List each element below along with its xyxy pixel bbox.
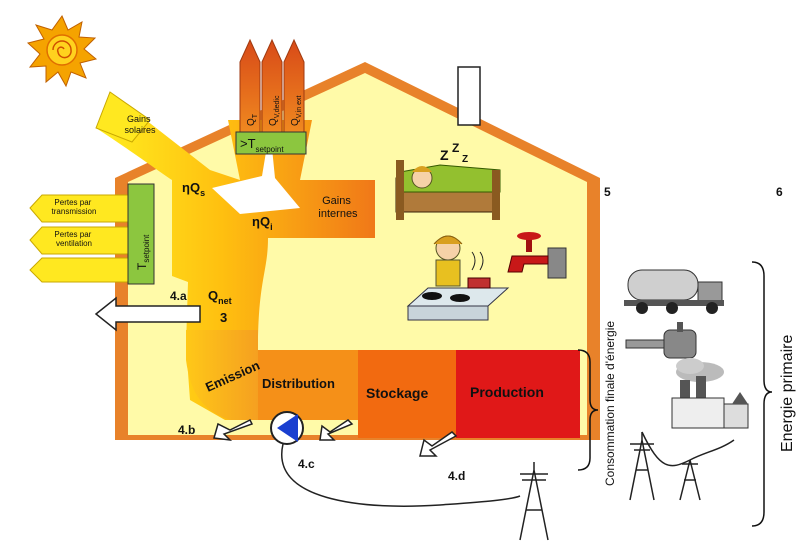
eta-qs-label: ηQs bbox=[182, 180, 205, 198]
solar-internal-wedge bbox=[212, 128, 300, 214]
pertes-transmission-label: Pertes par transmission bbox=[52, 198, 97, 216]
qvinext-label: QV,in ext bbox=[290, 95, 303, 126]
step-4b-label: 4.b bbox=[178, 423, 195, 437]
return-arrow-4a bbox=[94, 296, 201, 332]
gains-internes-label: Gains internes bbox=[318, 195, 358, 220]
svg-text:Z: Z bbox=[452, 141, 459, 155]
eta-qi-label: ηQi bbox=[252, 214, 273, 232]
factory-icon bbox=[671, 358, 749, 429]
t-setpoint-label: Tsetpoint bbox=[135, 234, 151, 270]
energy-flow-band bbox=[96, 92, 375, 420]
consumption-bracket bbox=[577, 349, 599, 471]
loss-arrow-extra bbox=[29, 257, 129, 283]
t-setpoint-box bbox=[127, 183, 155, 285]
pertes-ventilation-label: Pertes par ventilation bbox=[54, 230, 93, 248]
emission-block bbox=[186, 330, 258, 420]
water-tap-icon bbox=[507, 232, 567, 279]
pump-icon bbox=[270, 411, 304, 445]
step-5-label: 5 bbox=[604, 185, 611, 199]
exhaust-chimneys bbox=[239, 38, 305, 135]
primary-energy-bracket bbox=[751, 261, 773, 527]
stockage-block bbox=[358, 350, 458, 438]
energie-primaire-label: Energie primaire bbox=[779, 335, 796, 452]
step-4d-label: 4.d bbox=[448, 469, 465, 483]
chimney bbox=[457, 66, 481, 126]
loss-arrow-4b bbox=[213, 418, 254, 442]
gt-setpoint-label: >Tsetpoint bbox=[240, 136, 284, 154]
consommation-label: Consommation finale d'énergie bbox=[603, 321, 617, 486]
qvdedic-label: QV,dedic bbox=[268, 95, 281, 126]
pipe-loop bbox=[280, 443, 521, 507]
power-pylon-icon bbox=[519, 431, 735, 541]
production-block bbox=[456, 350, 580, 438]
cooking-person-icon bbox=[406, 235, 510, 321]
distribution-label: Distribution bbox=[262, 376, 335, 391]
step-4c-label: 4.c bbox=[298, 457, 315, 471]
gains-solaires-label: Gains solaires bbox=[124, 114, 156, 135]
tanker-truck-icon bbox=[624, 269, 724, 314]
step-4a-label: 4.a bbox=[170, 289, 187, 303]
qt-label: QT bbox=[246, 113, 259, 126]
stockage-label: Stockage bbox=[366, 385, 428, 401]
production-label: Production bbox=[470, 384, 544, 400]
gas-pipe-icon bbox=[625, 322, 697, 359]
sleeping-person-icon: Z Z Z bbox=[395, 141, 501, 220]
loss-arrow-4d bbox=[419, 431, 458, 457]
svg-text:Z: Z bbox=[462, 154, 468, 165]
q-net-label: Qnet bbox=[208, 288, 232, 306]
step-6-label: 6 bbox=[776, 185, 783, 199]
gt-setpoint-box bbox=[235, 131, 307, 155]
svg-text:Z: Z bbox=[440, 147, 449, 163]
sun-icon bbox=[26, 14, 98, 88]
distribution-block bbox=[258, 350, 358, 420]
loss-arrow-4c bbox=[319, 419, 354, 441]
step-3-label: 3 bbox=[220, 310, 227, 325]
